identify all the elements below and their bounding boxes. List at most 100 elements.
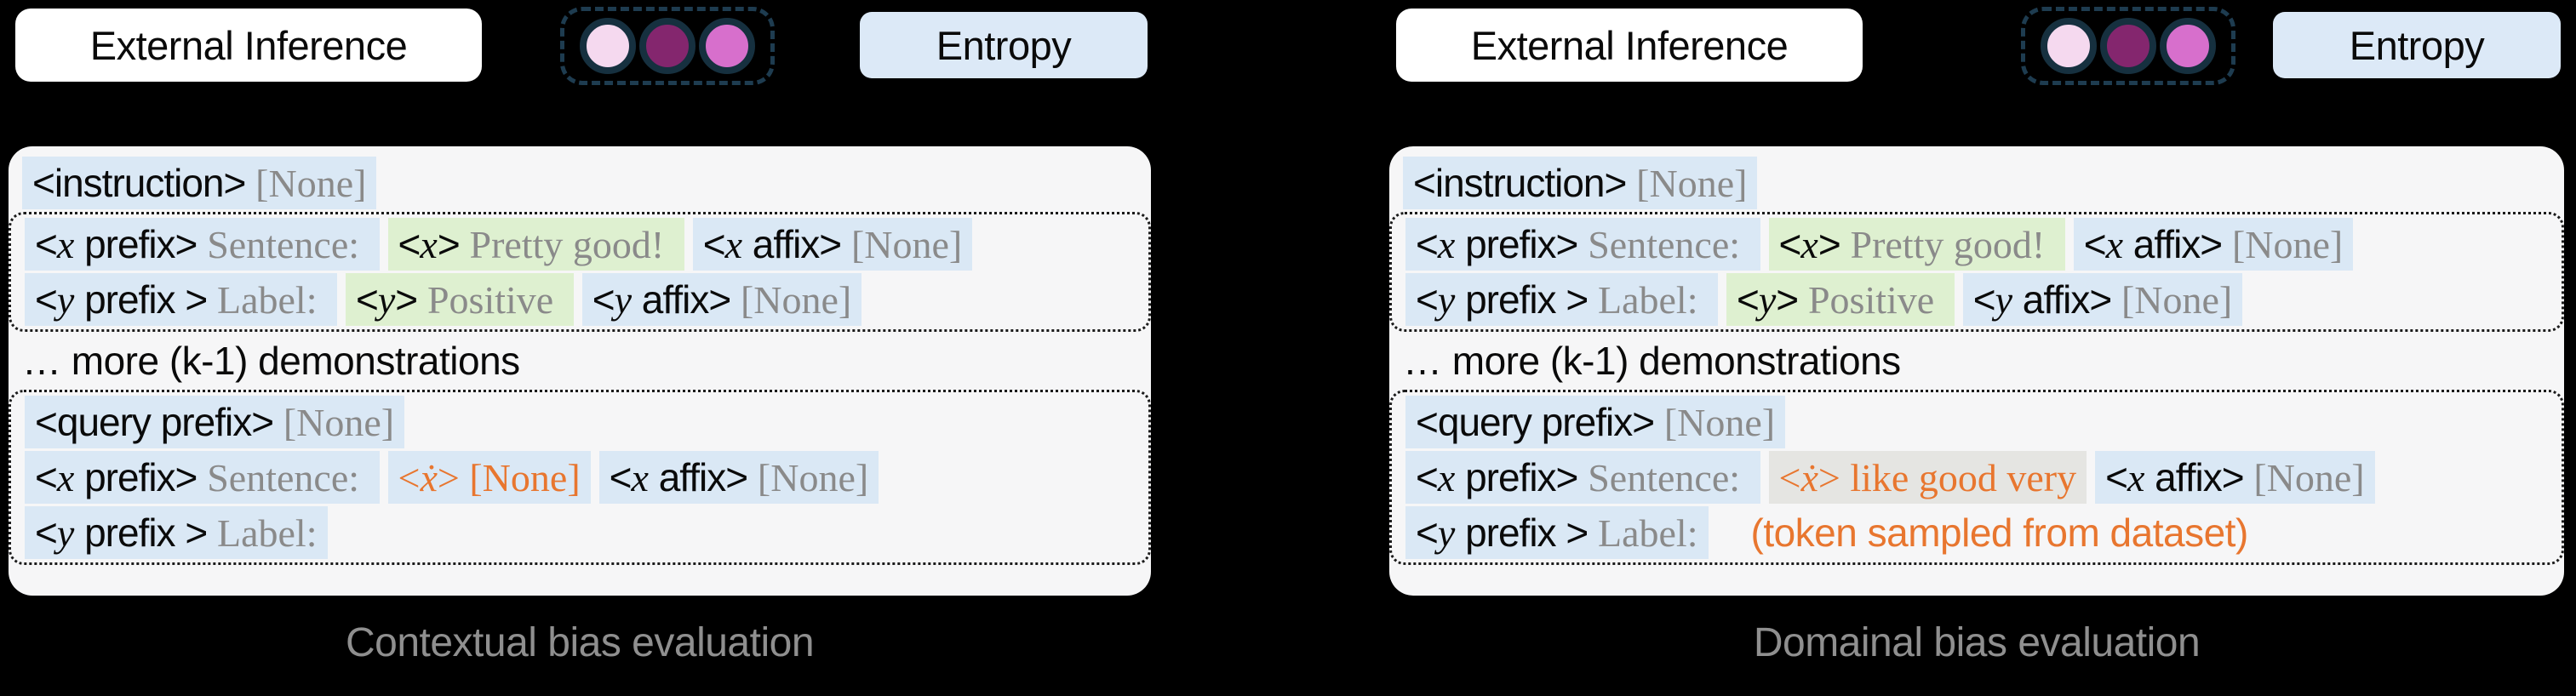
- text-run: Sentence:: [1588, 455, 1750, 499]
- text-run: <: [1972, 277, 1996, 322]
- prompt-line: … more (k-1) demonstrations: [9, 334, 1151, 387]
- class-probability-dots-icon: [560, 7, 775, 85]
- probability-dot-light: [2041, 18, 2097, 74]
- entropy-button: Entropy: [860, 12, 1148, 78]
- class-probability-dots-icon: [2021, 7, 2235, 85]
- text-run: affix>: [2144, 455, 2254, 499]
- text-run: <: [609, 455, 633, 499]
- text-run: y: [614, 277, 632, 322]
- text-run: >: [1818, 222, 1851, 266]
- text-run: y: [1437, 277, 1456, 322]
- highlight-segment: <x prefix> Sentence:: [25, 218, 380, 271]
- highlight-segment: <y prefix > Label:: [25, 506, 328, 559]
- highlight-segment: <y affix> [None]: [581, 273, 862, 326]
- dotted-prompt-section: <query prefix> [None]<x prefix> Sentence…: [1389, 390, 2564, 565]
- text-run: >: [1776, 277, 1808, 322]
- panel-caption: Domainal bias evaluation: [1753, 620, 2201, 665]
- text-run: <instruction>: [32, 161, 256, 205]
- text-run: <: [35, 277, 58, 322]
- text-run: <query prefix>: [35, 400, 283, 444]
- highlight-segment: <x prefix> Sentence:: [1405, 218, 1760, 271]
- text-run: <: [1416, 511, 1439, 555]
- dotted-prompt-section: <x prefix> Sentence: <x> Pretty good! <x…: [9, 212, 1151, 332]
- panel-contextual: External Inference Entropy <instruction>…: [9, 0, 1151, 696]
- external-inference-button: External Inference: [1396, 9, 1863, 82]
- text-run: Sentence:: [207, 222, 369, 266]
- probability-dot-medium: [699, 18, 755, 74]
- text-run: affix>: [741, 222, 851, 266]
- prompt-template-box: <instruction> [None]<x prefix> Sentence:…: [1389, 146, 2564, 596]
- text-run: Pretty good!: [469, 222, 674, 266]
- text-run: [None]: [469, 455, 581, 499]
- highlight-segment: <x affix> [None]: [2073, 218, 2354, 271]
- highlight-segment: <instruction> [None]: [1403, 157, 1758, 209]
- text-run: >: [1818, 455, 1851, 499]
- probability-dot-medium: [2160, 18, 2216, 74]
- text-run: x: [1437, 455, 1456, 499]
- text-run: x: [631, 455, 649, 499]
- highlight-segment: … more (k-1) demonstrations: [1403, 334, 1911, 387]
- prompt-template-box: <instruction> [None]<x prefix> Sentence:…: [9, 146, 1151, 596]
- probability-dot-dark: [639, 18, 696, 74]
- text-run: <: [1737, 277, 1760, 322]
- highlight-segment: <query prefix> [None]: [1405, 396, 1786, 448]
- prompt-line: … more (k-1) demonstrations: [1389, 334, 2564, 387]
- highlight-segment: <ẋ> [None]: [387, 451, 591, 504]
- text-run: Pretty good!: [1850, 222, 2055, 266]
- highlight-segment: <x affix> [None]: [692, 218, 973, 271]
- text-run: ẋ: [420, 455, 438, 499]
- text-run: x: [1437, 222, 1456, 266]
- text-run: prefix>: [74, 455, 208, 499]
- text-run: <: [35, 511, 58, 555]
- highlight-segment: <x prefix> Sentence:: [25, 451, 380, 504]
- highlight-segment: <y> Positive: [346, 273, 574, 326]
- prompt-line: <query prefix> [None]: [11, 396, 1148, 448]
- text-run: >: [437, 455, 470, 499]
- entropy-button: Entropy: [2273, 12, 2561, 78]
- text-run: <: [2105, 455, 2128, 499]
- text-run: prefix >: [1455, 511, 1598, 555]
- text-run: Label:: [1598, 511, 1698, 555]
- prompt-line: <query prefix> [None]: [1392, 396, 2562, 448]
- highlight-segment: <x> Pretty good!: [1768, 218, 2065, 271]
- text-run: prefix>: [74, 222, 208, 266]
- text-run: <: [2083, 222, 2107, 266]
- highlight-segment: (token sampled from dataset): [1751, 506, 2258, 559]
- prompt-line: <instruction> [None]: [9, 157, 1151, 209]
- highlight-segment: … more (k-1) demonstrations: [22, 334, 530, 387]
- prompt-section: … more (k-1) demonstrations: [9, 334, 1151, 387]
- prompt-section: … more (k-1) demonstrations: [1389, 334, 2564, 387]
- text-run: y: [377, 277, 396, 322]
- external-inference-button: External Inference: [15, 9, 482, 82]
- text-run: [None]: [757, 455, 869, 499]
- text-run: <: [1416, 277, 1439, 322]
- prompt-line: <instruction> [None]: [1389, 157, 2564, 209]
- text-run: [None]: [2253, 455, 2365, 499]
- text-run: [None]: [255, 161, 367, 205]
- prompt-section: <instruction> [None]: [1389, 157, 2564, 209]
- text-run: <: [35, 222, 58, 266]
- text-run: Positive: [426, 277, 564, 322]
- text-run: >: [437, 222, 470, 266]
- text-run: x: [724, 222, 742, 266]
- text-run: <: [1416, 455, 1439, 499]
- text-run: x: [56, 222, 75, 266]
- text-run: <: [592, 277, 615, 322]
- text-run: prefix >: [74, 511, 217, 555]
- text-run: [None]: [1663, 400, 1776, 444]
- prompt-line: <x prefix> Sentence: <x> Pretty good! <x…: [1392, 218, 2562, 271]
- text-run: Label:: [1598, 277, 1708, 322]
- prompt-line: <y prefix > Label: <y> Positive <y affix…: [1392, 273, 2562, 326]
- text-run: affix>: [2122, 222, 2232, 266]
- highlight-segment: <x> Pretty good!: [387, 218, 684, 271]
- dotted-prompt-section: <x prefix> Sentence: <x> Pretty good! <x…: [1389, 212, 2564, 332]
- text-run: [None]: [1636, 161, 1748, 205]
- highlight-segment: <x prefix> Sentence:: [1405, 451, 1760, 504]
- highlight-segment: <y prefix > Label:: [1405, 273, 1718, 326]
- text-run: [None]: [2231, 222, 2344, 266]
- prompt-line: <x prefix> Sentence: <ẋ> like good very<…: [1392, 451, 2562, 504]
- text-run: x: [1800, 222, 1818, 266]
- text-run: <: [35, 455, 58, 499]
- prompt-line: <x prefix> Sentence: <x> Pretty good! <x…: [11, 218, 1148, 271]
- text-run: prefix>: [1455, 222, 1589, 266]
